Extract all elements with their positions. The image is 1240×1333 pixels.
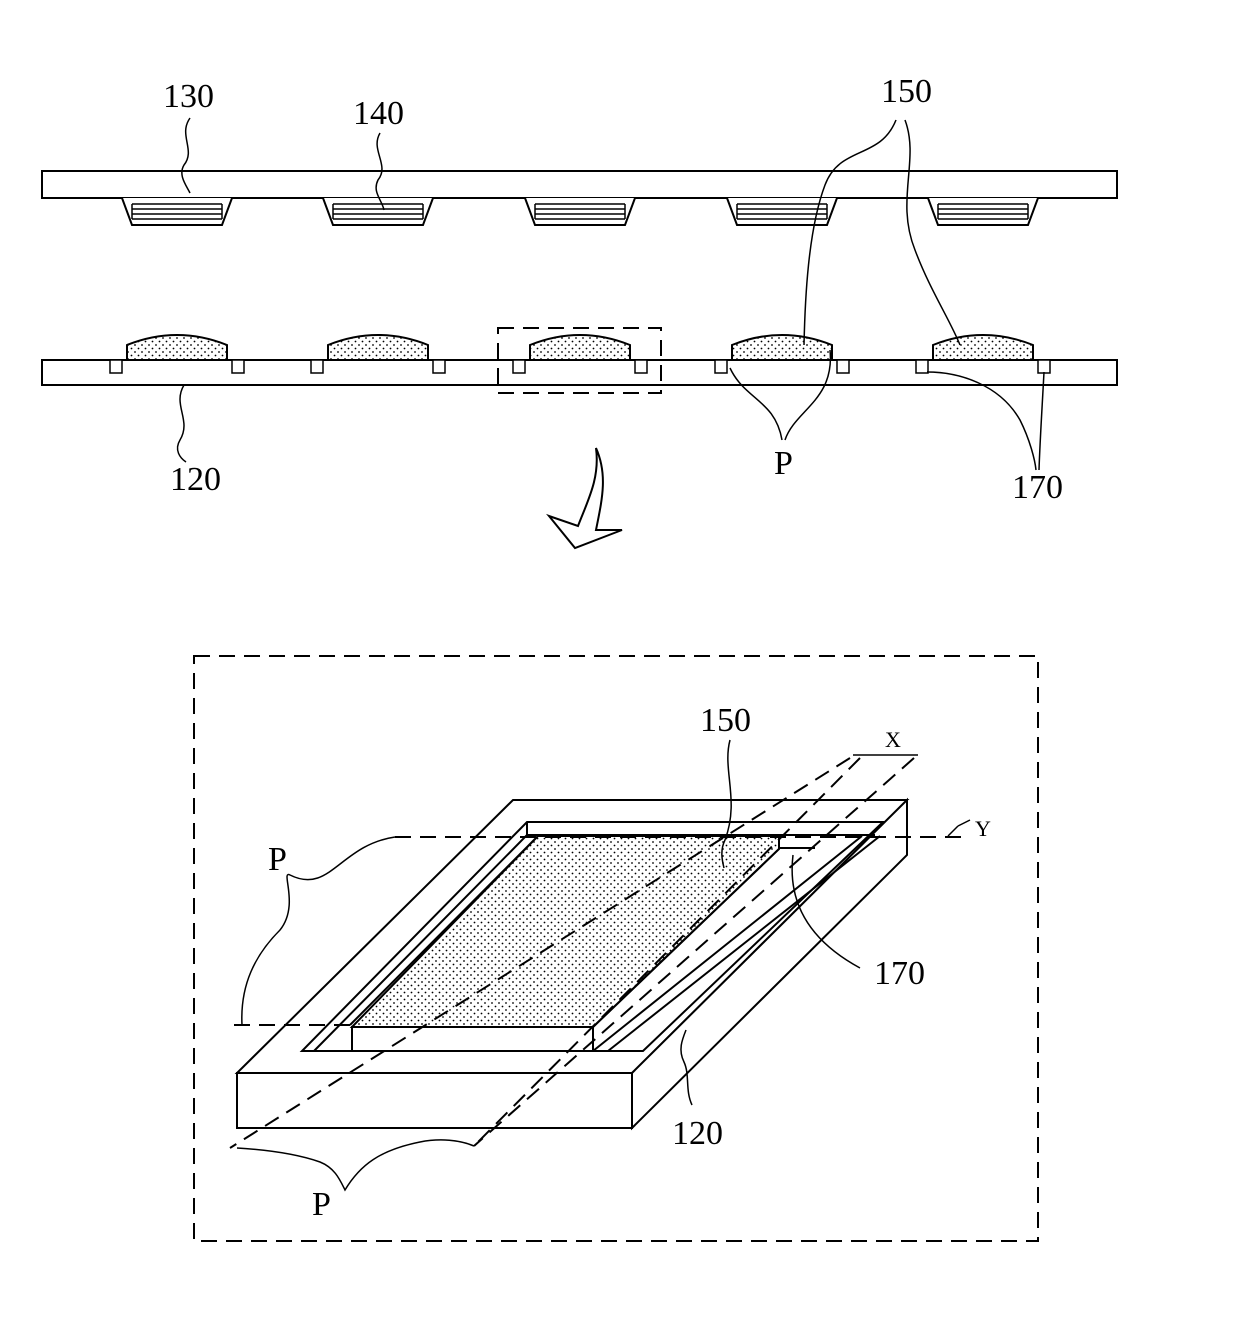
lower-substrate [42, 360, 1117, 385]
label-150-detail: 150 [700, 702, 751, 739]
upper-emitter-elements [122, 198, 1038, 225]
groove-post [1038, 360, 1050, 373]
label-P-left: P [268, 841, 287, 878]
upper-unit [122, 198, 232, 225]
label-X: X [885, 727, 901, 752]
label-P-bottom: P [312, 1186, 331, 1223]
upper-unit [323, 198, 433, 225]
label-Y: Y [975, 816, 991, 841]
groove-post [232, 360, 244, 373]
groove-post [110, 360, 122, 373]
label-170-top: 170 [1012, 469, 1063, 506]
label-150-top: 150 [881, 73, 932, 110]
transition-arrow [549, 448, 622, 548]
groove-post [715, 360, 727, 373]
upper-unit [928, 198, 1038, 225]
groove-post [837, 360, 849, 373]
groove-post [513, 360, 525, 373]
upper-unit [727, 198, 837, 225]
label-120-top: 120 [170, 461, 221, 498]
label-140: 140 [353, 95, 404, 132]
upper-unit [525, 198, 635, 225]
upper-substrate [42, 171, 1117, 198]
label-P-top: P [774, 445, 793, 482]
groove-post [916, 360, 928, 373]
groove-post [635, 360, 647, 373]
label-130: 130 [163, 78, 214, 115]
groove-post [311, 360, 323, 373]
label-170-detail: 170 [874, 955, 925, 992]
label-120-detail: 120 [672, 1115, 723, 1152]
groove-post [433, 360, 445, 373]
